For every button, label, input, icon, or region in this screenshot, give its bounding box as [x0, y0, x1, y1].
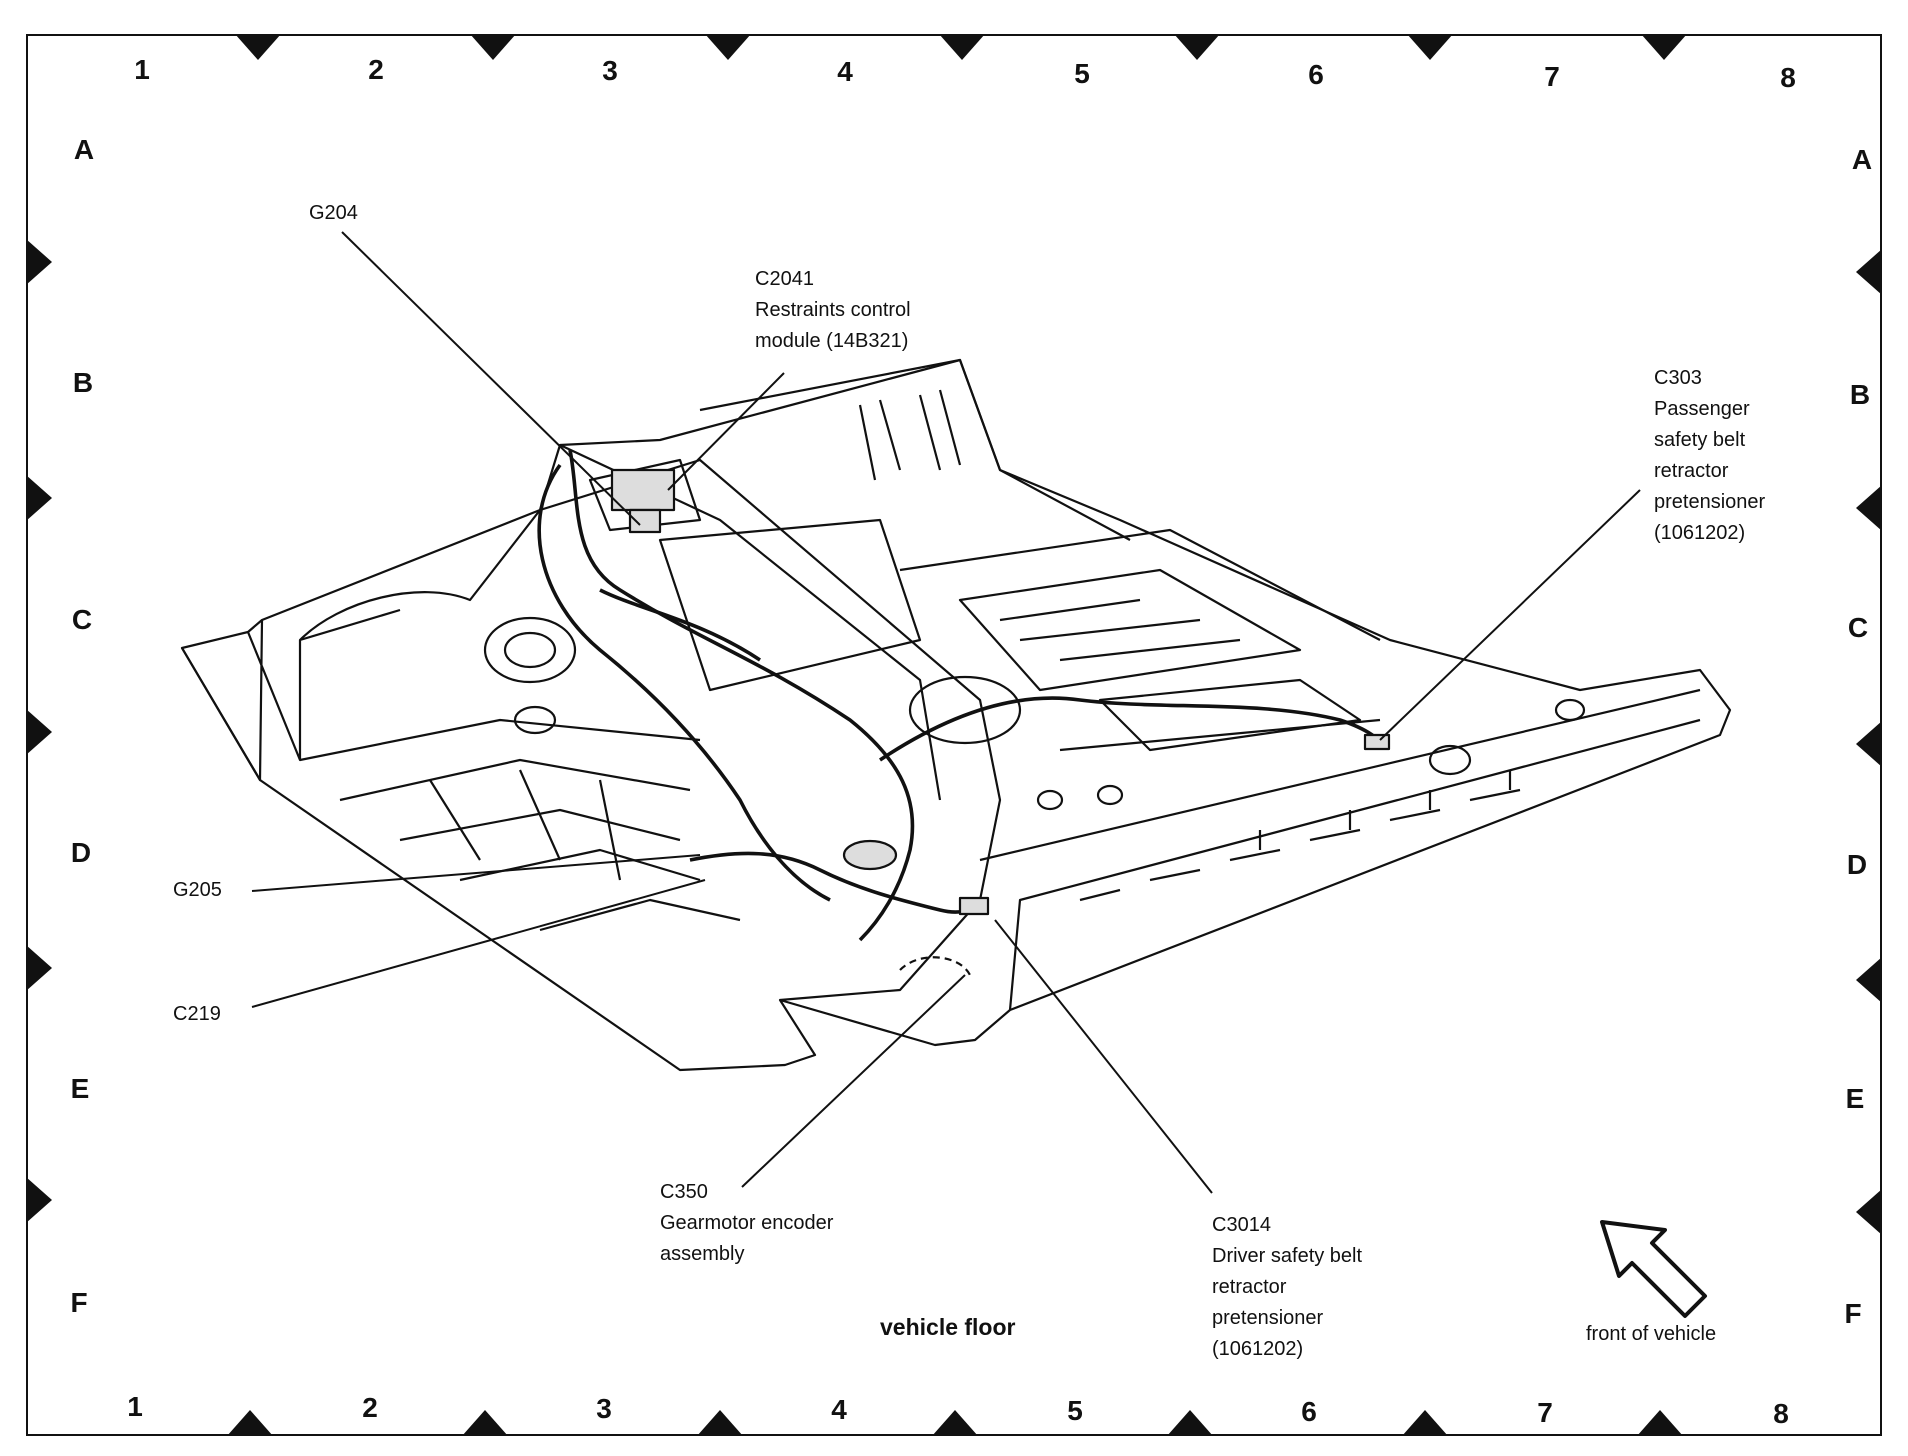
grid-tick-markers [26, 34, 1882, 1436]
right-tick-marker-2 [1856, 485, 1882, 531]
front-of-vehicle-arrow-icon [1600, 1220, 1707, 1318]
grid-row-left-a: A [73, 134, 95, 165]
grid-row-left-b: B [72, 367, 94, 398]
grid-row-right-d: D [1846, 849, 1868, 880]
grid-col-bottom-4: 4 [831, 1394, 847, 1425]
callout-c2041: C2041 Restraints control module (14B321) [755, 268, 911, 352]
grid-col-bottom-7: 7 [1537, 1397, 1553, 1428]
grid-col-bottom-2: 2 [362, 1392, 378, 1423]
grid-col-top-8: 8 [1780, 62, 1796, 93]
left-tick-marker-1 [26, 239, 52, 285]
grid-col-bottom-5: 5 [1067, 1395, 1083, 1426]
top-tick-marker-3 [705, 34, 751, 60]
right-tick-marker-3 [1856, 721, 1882, 767]
bottom-tick-marker-4 [932, 1410, 978, 1436]
top-tick-marker-2 [470, 34, 516, 60]
bottom-tick-marker-5 [1167, 1410, 1213, 1436]
top-tick-marker-1 [235, 34, 281, 60]
top-tick-marker-4 [939, 34, 985, 60]
grid-row-right-f: F [1844, 1298, 1862, 1329]
grid-row-right-a: A [1851, 144, 1873, 175]
grid-col-top-2: 2 [368, 54, 384, 85]
bottom-tick-marker-6 [1402, 1410, 1448, 1436]
diagram-title: vehicle floor [880, 1314, 1016, 1340]
grid-row-left-c: C [71, 604, 93, 635]
callout-g204: G204 [309, 202, 358, 224]
grid-col-bottom-1: 1 [127, 1391, 143, 1422]
left-tick-marker-2 [26, 475, 52, 521]
grid-col-top-5: 5 [1074, 58, 1090, 89]
callout-c219: C219 [173, 1003, 221, 1025]
callout-leader-lines [251, 231, 1641, 1194]
right-tick-marker-4 [1856, 957, 1882, 1003]
top-tick-marker-6 [1407, 34, 1453, 60]
grid-col-bottom-8: 8 [1773, 1398, 1789, 1429]
right-tick-marker-1 [1856, 249, 1882, 295]
bottom-tick-marker-3 [697, 1410, 743, 1436]
left-tick-marker-3 [26, 709, 52, 755]
grid-row-left-f: F [70, 1287, 88, 1318]
grid-col-bottom-3: 3 [596, 1393, 612, 1424]
callout-c350: C350 Gearmotor encoder assembly [660, 1181, 834, 1265]
bottom-tick-marker-1 [227, 1410, 273, 1436]
top-tick-marker-5 [1174, 34, 1220, 60]
callout-g205: G205 [173, 879, 222, 901]
grid-col-top-1: 1 [134, 54, 150, 85]
grid-col-top-4: 4 [837, 56, 853, 87]
grid-col-top-6: 6 [1308, 59, 1324, 90]
callout-c3014: C3014 Driver safety belt retractor prete… [1212, 1214, 1363, 1360]
right-tick-marker-5 [1856, 1189, 1882, 1235]
top-tick-marker-7 [1641, 34, 1687, 60]
vehicle-floor-drawing [180, 358, 1732, 1072]
grid-col-bottom-6: 6 [1301, 1396, 1317, 1427]
grid-row-left-e: E [70, 1073, 90, 1104]
left-tick-marker-5 [26, 1177, 52, 1223]
grid-row-right-c: C [1847, 612, 1869, 643]
grid-row-right-e: E [1845, 1083, 1865, 1114]
grid-row-right-b: B [1849, 379, 1871, 410]
grid-col-top-3: 3 [602, 55, 618, 86]
front-of-vehicle-label: front of vehicle [1586, 1323, 1717, 1345]
callout-c303: C303 Passenger safety belt retractor pre… [1654, 367, 1766, 544]
left-tick-marker-4 [26, 945, 52, 991]
grid-row-left-d: D [70, 837, 92, 868]
bottom-tick-marker-2 [462, 1410, 508, 1436]
grid-col-top-7: 7 [1544, 61, 1560, 92]
bottom-tick-marker-7 [1637, 1410, 1683, 1436]
